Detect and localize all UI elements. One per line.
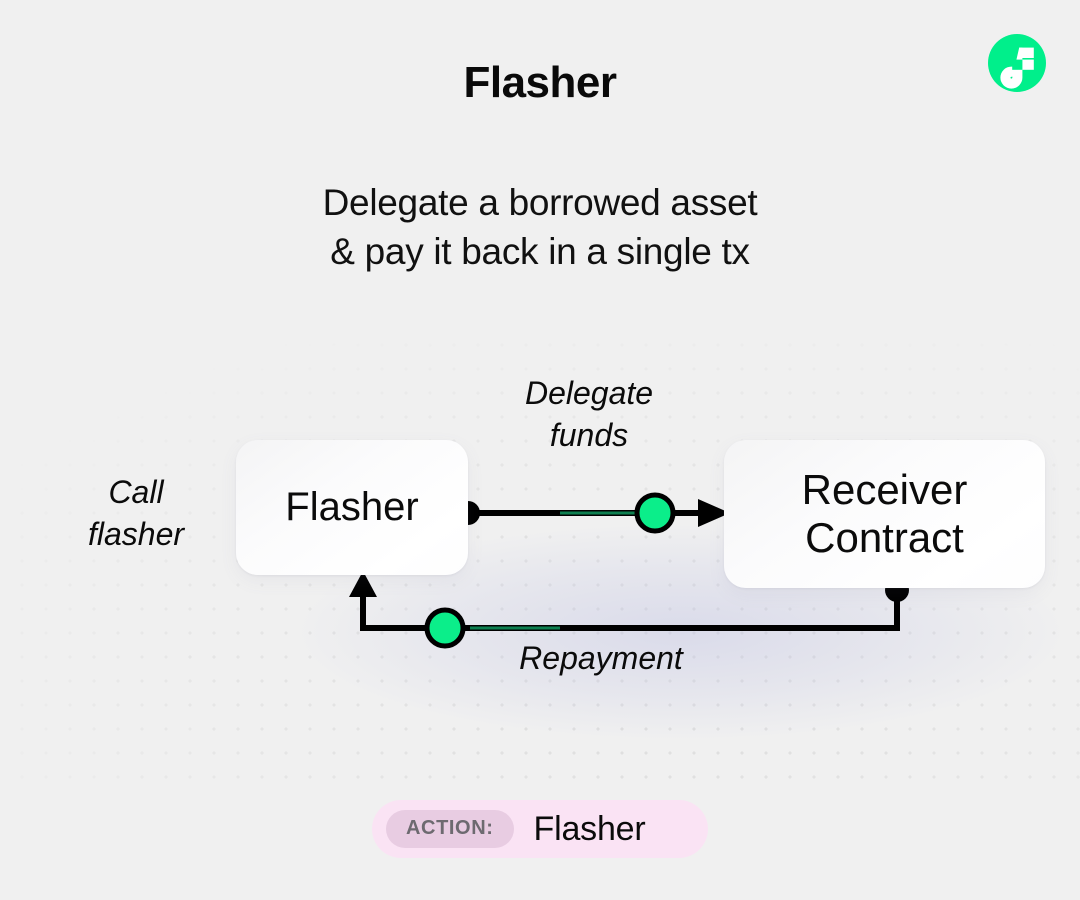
action-chip-label: ACTION: (386, 810, 514, 848)
flow-logo-icon (988, 34, 1046, 92)
repayment-token-icon (424, 607, 466, 649)
node-receiver-contract[interactable]: Receiver Contract (724, 440, 1045, 588)
subtitle-line-2: & pay it back in a single tx (330, 231, 750, 273)
page-title: Flasher (463, 58, 617, 107)
edge-label-call-flasher: Call flasher (87, 474, 185, 552)
action-value: Flasher (533, 809, 646, 848)
delegate-arrowhead-icon (698, 499, 730, 527)
delegate-token-icon (634, 492, 676, 534)
subtitle-line-1: Delegate a borrowed asset (322, 182, 758, 223)
node-receiver-label-line-2: Contract (805, 514, 964, 561)
node-flasher-label: Flasher (285, 484, 419, 529)
node-flasher[interactable]: Flasher (236, 440, 468, 575)
edge-delegate-funds (456, 492, 730, 534)
page-subtitle: Delegate a borrowed asset & pay it back … (0, 178, 1080, 276)
repayment-edge-line (360, 587, 900, 631)
logo-f-stem (1000, 47, 1023, 89)
edge-label-delegate-funds: Delegate funds (524, 375, 654, 453)
repayment-arrowhead-icon (349, 571, 377, 597)
action-badge[interactable]: ACTION: Flasher (372, 800, 708, 858)
logo-inner-square (1012, 59, 1023, 70)
flow-diagram: Flasher Receiver Contract Call flasher D… (0, 325, 1080, 790)
node-receiver-label: Receiver Contract (802, 466, 968, 562)
logo-top-bar (1019, 47, 1034, 58)
node-receiver-label-line-1: Receiver (801, 466, 968, 514)
logo-mid-bar (1022, 59, 1034, 70)
flow-logo (988, 34, 1046, 92)
edge-label-repayment: Repayment (519, 640, 683, 676)
